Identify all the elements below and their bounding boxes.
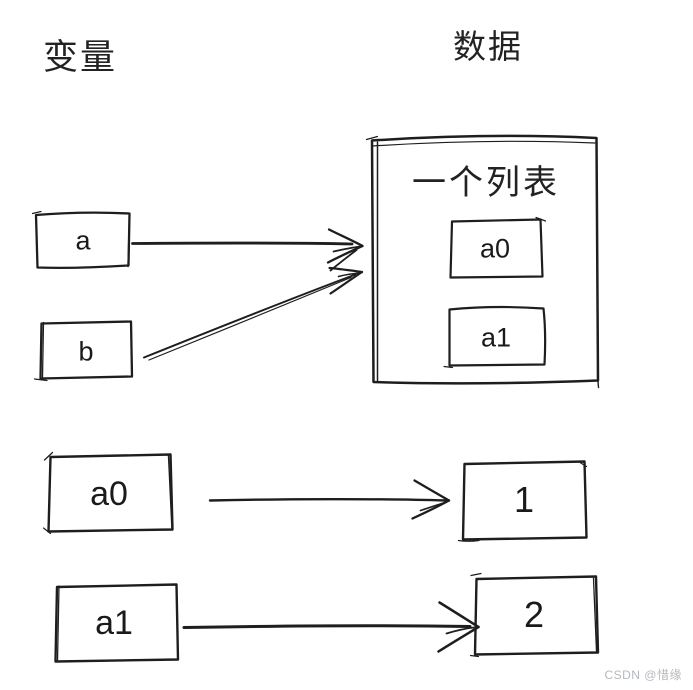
- list-item-a1-label: a1: [480, 322, 512, 353]
- list-item-a1-outline: [448, 306, 547, 367]
- box-a-corner-tick: [31, 210, 42, 215]
- box-b-corner-tick: [33, 378, 48, 382]
- box-value-2-edge-detail: [592, 577, 598, 653]
- arrow-head-upper: [438, 601, 480, 629]
- box-value-1-corner-tick: [579, 461, 588, 468]
- arrow-head-upper: [413, 479, 451, 502]
- arrow-a1-to-2: [182, 601, 480, 653]
- box-value-2-corner-tick: [470, 572, 482, 577]
- list-item-a1-corner-tick: [443, 365, 454, 369]
- box-b-edge-detail: [41, 321, 45, 379]
- box-a1-outline: [54, 583, 180, 663]
- box-a0-edge-detail: [167, 455, 173, 531]
- box-b-outline: [39, 320, 134, 380]
- arrow-shaft: [208, 497, 448, 502]
- arrow-shaft: [131, 241, 354, 246]
- list-item-a0-label: a0: [479, 233, 511, 264]
- box-a1: [54, 583, 180, 663]
- arrow-b-to-list: [143, 266, 364, 361]
- box-value-1: [457, 460, 588, 542]
- list-box-corner-tick: [365, 135, 379, 141]
- box-value-1-overshoot: [457, 539, 480, 542]
- box-a: [31, 210, 131, 270]
- arrow-head-upper: [328, 266, 364, 274]
- arrow-head-double1: [419, 501, 448, 512]
- arrow-shaft: [143, 273, 357, 359]
- arrow-shaft-double: [148, 276, 352, 361]
- arrow-head-lower: [437, 625, 480, 653]
- box-a1-edge-detail: [56, 585, 60, 662]
- box-value-2-corner-tick2: [469, 654, 480, 658]
- value-2-label: 2: [523, 594, 545, 635]
- box-a0: [42, 451, 174, 535]
- arrow-head-double1: [445, 626, 475, 635]
- list-box: [365, 134, 600, 389]
- box-a0-corner-tick2: [42, 527, 52, 535]
- list-item-a1-box: [443, 306, 547, 369]
- list-box-top-double: [371, 140, 596, 147]
- box-b: [33, 320, 134, 382]
- watermark: CSDN @惜缘: [604, 668, 682, 682]
- list-box-right-overshoot: [596, 374, 600, 389]
- box-a-edge-detail: [127, 214, 131, 268]
- heading-data: 数据: [453, 30, 523, 66]
- arrow-a-to-list: [131, 228, 364, 272]
- list-item-a0-corner-tick: [535, 216, 547, 222]
- box-a-label: a: [75, 225, 91, 256]
- arrow-head-double1: [332, 245, 362, 253]
- heading-variables: 变量: [43, 38, 118, 77]
- arrow-head-double1: [337, 272, 361, 278]
- arrow-shaft: [182, 624, 472, 629]
- list-item-a0-outline: [449, 218, 544, 279]
- arrow-a0-to-1: [208, 479, 451, 520]
- box-value-1-outline: [461, 460, 588, 541]
- box-b-label: b: [78, 336, 94, 367]
- box-a1-label: a1: [95, 604, 133, 642]
- list-item-a0-box: [449, 216, 547, 279]
- box-a0-corner-tick: [43, 451, 54, 461]
- arrow-head-upper: [327, 228, 364, 248]
- box-a0-label: a0: [90, 475, 128, 513]
- value-1-label: 1: [513, 479, 535, 520]
- list-box-title: 一个列表: [412, 165, 560, 202]
